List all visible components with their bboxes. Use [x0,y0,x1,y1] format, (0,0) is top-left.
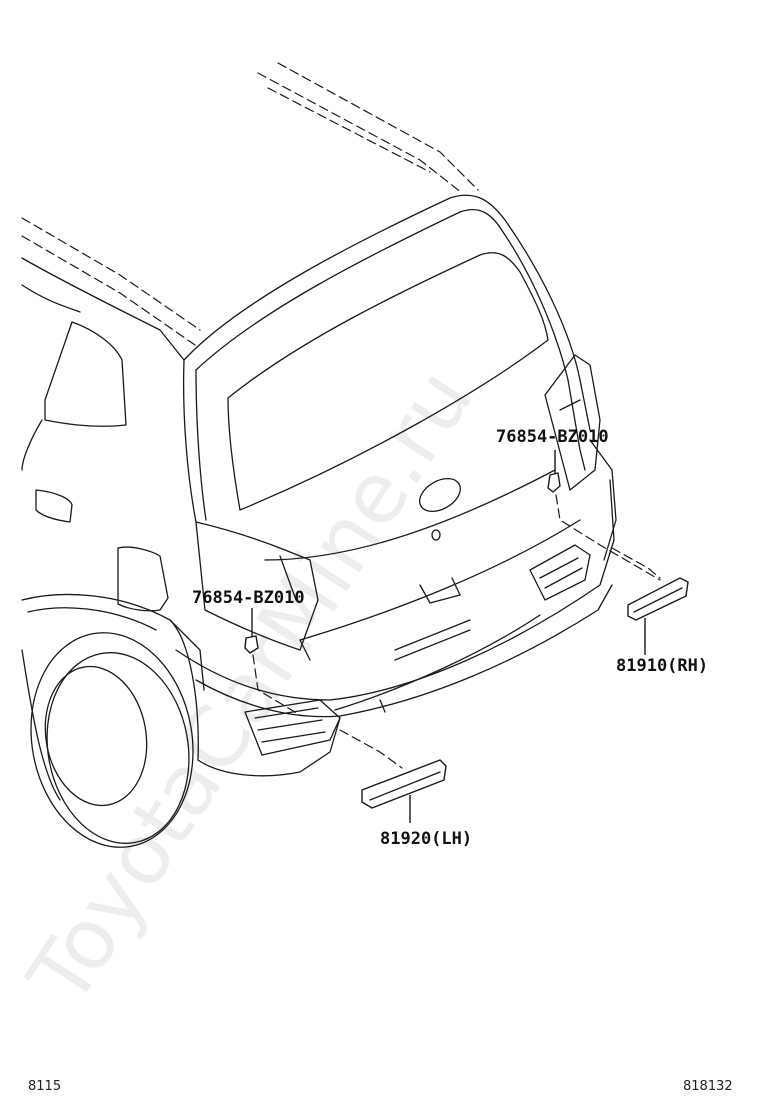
clip-part-label-upper: 76854-BZ010 [496,427,609,447]
reflector-lh-part [339,729,447,823]
clip-part-left [244,608,301,716]
reflector-rh-part [611,547,689,655]
reflector-rh-label: 81910(RH) [616,656,708,676]
clip-part-label-left: 76854-BZ010 [192,588,305,608]
reflector-lh-label: 81920(LH) [380,829,472,849]
footer-code-right: 818132 [683,1079,733,1094]
clip-part-upper [547,450,661,581]
footer-code-left: 8115 [28,1079,61,1094]
vehicle-body [21,62,617,848]
